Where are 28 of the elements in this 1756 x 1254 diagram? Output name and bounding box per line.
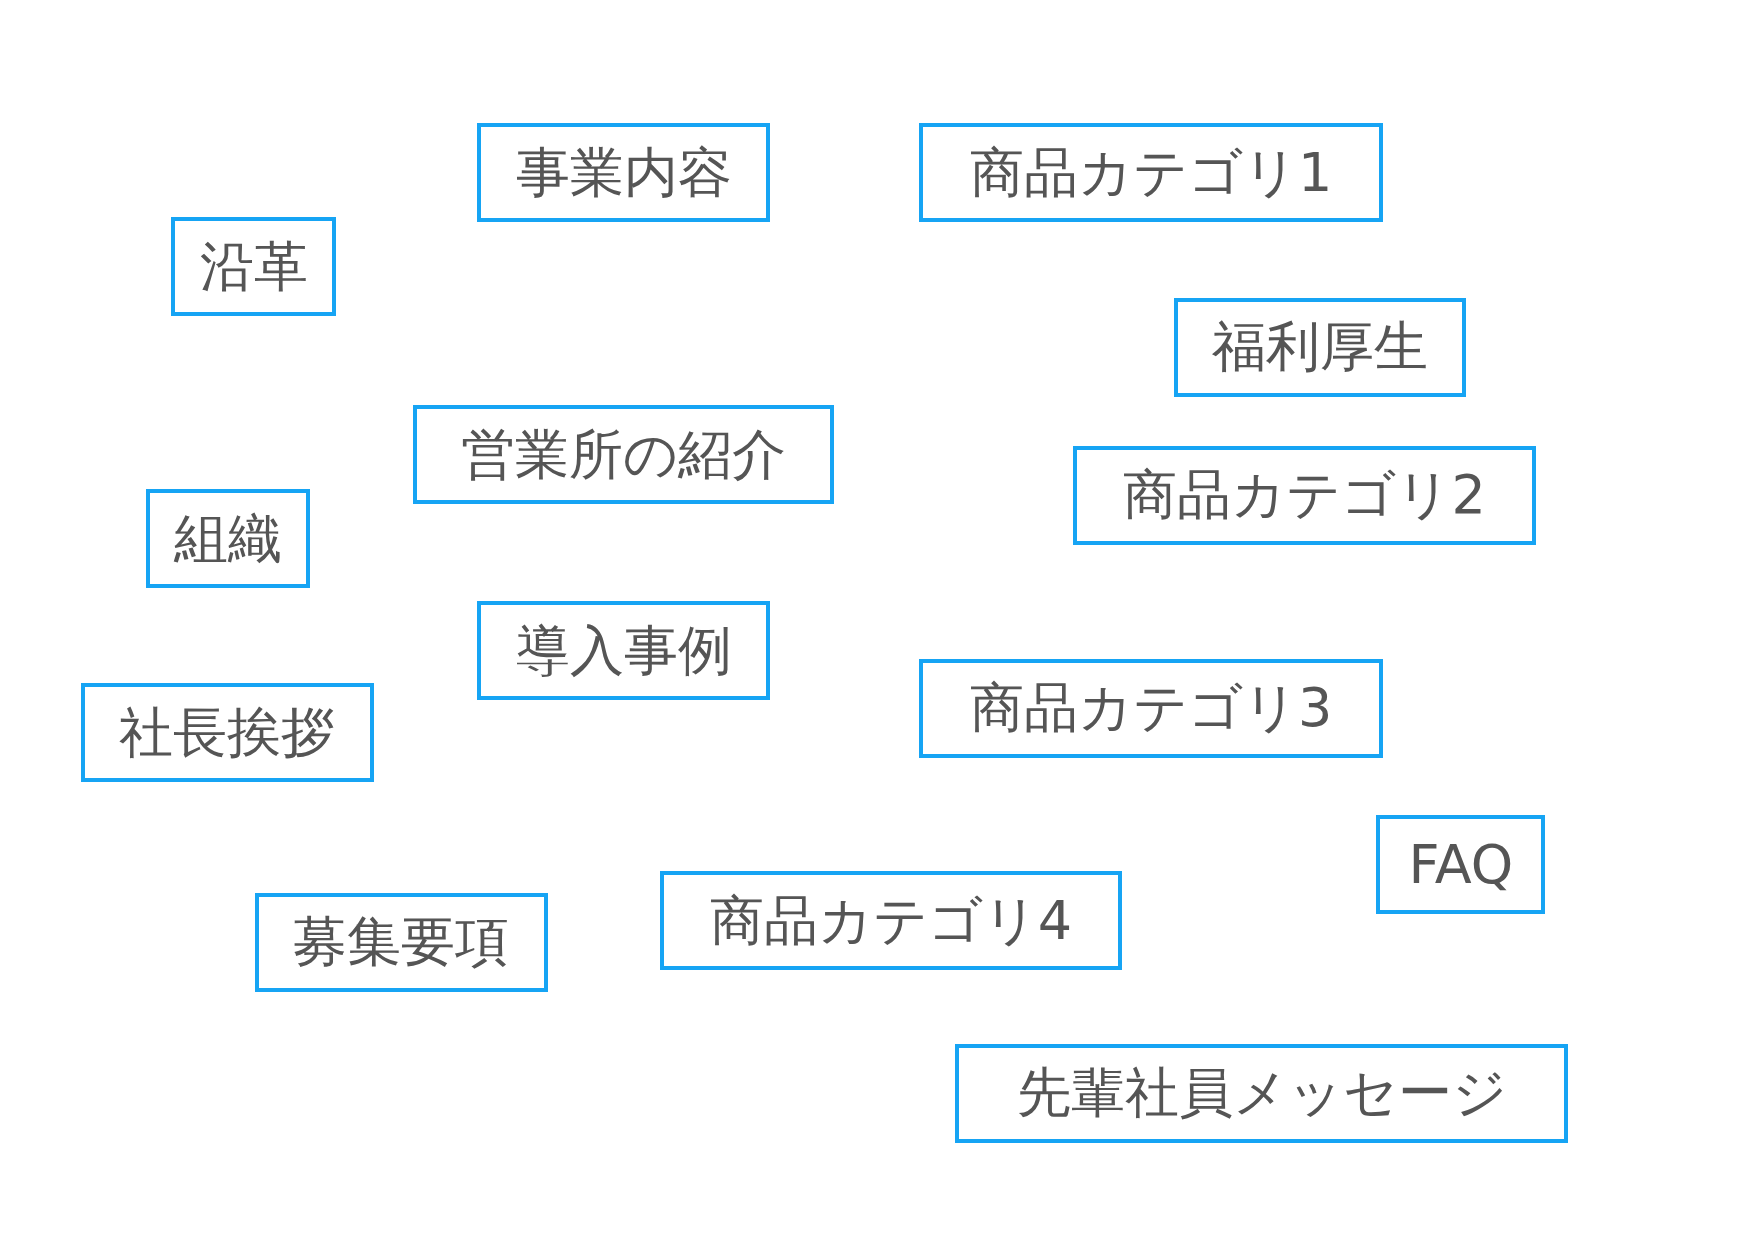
box-label: 沿革 (199, 239, 308, 294)
box-label: 先輩社員メッセージ (1016, 1066, 1507, 1121)
label-box (919, 123, 1384, 223)
box-label: 社長挨拶 (119, 705, 336, 760)
box-label: 商品カテゴリ3 (970, 681, 1333, 735)
label-box (955, 1043, 1568, 1143)
label-box (1376, 815, 1546, 915)
label-box (145, 489, 311, 589)
label-box (413, 405, 835, 505)
label-box (477, 601, 771, 701)
label-box (919, 658, 1384, 758)
box-label: 導入事例 (515, 623, 732, 678)
label-box (477, 123, 771, 223)
box-label: 事業内容 (515, 145, 732, 200)
box-label: 商品カテゴリ1 (970, 145, 1333, 200)
label-box (659, 871, 1123, 971)
box-label: 組織 (173, 511, 282, 566)
label-box (1173, 297, 1466, 397)
box-label: 商品カテゴリ4 (709, 893, 1073, 948)
label-box (255, 892, 548, 992)
box-label: 募集要項 (293, 915, 510, 970)
label-box (171, 217, 336, 317)
label-box (80, 683, 375, 783)
box-label: FAQ (1408, 837, 1514, 892)
box-label: 福利厚生 (1211, 320, 1428, 375)
box-label: 営業所の紹介 (461, 427, 787, 482)
label-box (1072, 445, 1537, 545)
box-label: 商品カテゴリ2 (1123, 468, 1486, 523)
